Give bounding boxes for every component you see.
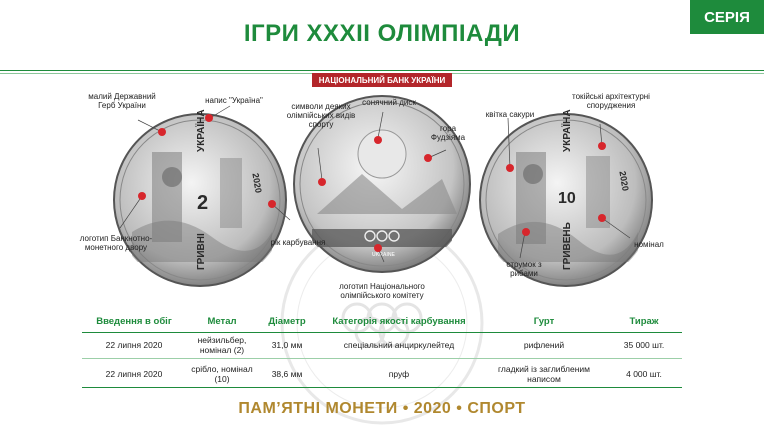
- callout-sakura: квітка сакури: [485, 110, 535, 119]
- callout-dot: [158, 128, 166, 136]
- coin-right-denomination: 10: [558, 190, 576, 207]
- callout-noc-logo: логотип Національного олімпійського комі…: [339, 282, 425, 301]
- table-header-cell: Введення в обіг: [96, 315, 172, 327]
- table-header-cell: Діаметр: [268, 315, 306, 327]
- table-line: [82, 358, 682, 359]
- coin-obverse-image: [293, 95, 471, 273]
- callout-dot: [205, 114, 213, 122]
- table-row: 22 липня 2020 срібло, номінал (10) 38,6 …: [82, 362, 682, 388]
- table-cell: спеціальний анциркулейтед: [343, 340, 455, 351]
- callout-mint-year: рік карбування: [270, 238, 326, 247]
- coin-center-emblem-text: UKRAINE: [372, 252, 395, 258]
- page-title: ІГРИ XXXII ОЛІМПІАДИ: [243, 20, 521, 47]
- callout-dot: [598, 142, 606, 150]
- table-cell: пруф: [388, 369, 410, 380]
- table-header-cell: Категорія якості карбування: [332, 315, 466, 327]
- table-cell: 22 липня 2020: [105, 369, 163, 380]
- table-line: [82, 387, 682, 388]
- coin-left-denomination-word: ГРИВНІ: [196, 233, 207, 270]
- table-line: [82, 332, 682, 333]
- table-cell: гладкий із заглибленим написом: [498, 364, 590, 384]
- callout-dot: [374, 136, 382, 144]
- callout-dot: [318, 178, 326, 186]
- table-row: 22 липня 2020 нейзильбер, номінал (2) 31…: [82, 334, 682, 358]
- series-badge[interactable]: СЕРІЯ: [690, 0, 764, 34]
- callout-dot: [374, 244, 382, 252]
- table-cell: 35 000 шт.: [623, 340, 665, 351]
- footer-text: ПАМ’ЯТНІ МОНЕТИ • 2020 • СПОРТ: [238, 400, 526, 417]
- coin-2-hryvnia-image: [113, 113, 287, 287]
- table-cell: нейзильбер, номінал (2): [197, 335, 247, 355]
- callout-fuji: гора Фудзіяма: [430, 124, 466, 143]
- table-cell: 22 липня 2020: [105, 340, 163, 351]
- callout-olympic-symbols: символи деяких олімпійських видів спорту: [286, 102, 356, 130]
- callout-tokyo-arch: токійські архітектурні споруджения: [572, 92, 650, 111]
- callout-dot: [268, 200, 276, 208]
- callout-dot: [506, 164, 514, 172]
- header-divider: [0, 70, 764, 71]
- table-cell: 38,6 мм: [271, 369, 303, 380]
- callout-sun-disc: сонячний диск: [362, 98, 416, 107]
- table-header-cell: Метал: [207, 315, 237, 327]
- callout-ukraine-word: напис "Україна": [205, 96, 263, 105]
- table-cell: срібло, номінал (10): [191, 364, 253, 384]
- bank-label: НАЦІОНАЛЬНИЙ БАНК УКРАЇНИ: [312, 73, 452, 87]
- table-cell: рифлений: [523, 340, 565, 351]
- callout-stream: струмок з рибами: [506, 260, 542, 279]
- coin-right-denomination-word: ГРИВЕНЬ: [562, 222, 573, 270]
- callout-dot: [138, 192, 146, 200]
- callout-mint-logo: логотип Банкнотно-монетного двору: [79, 234, 153, 253]
- callout-nominal: номінал: [634, 240, 664, 249]
- callout-dot: [522, 228, 530, 236]
- coin-left-denomination: 2: [197, 192, 209, 214]
- table-cell: 31,0 мм: [271, 340, 303, 351]
- callout-dot: [424, 154, 432, 162]
- table-cell: 4 000 шт.: [626, 369, 662, 380]
- coin-right-inscription: УКРАЇНА: [562, 109, 573, 152]
- callout-dot: [598, 214, 606, 222]
- table-header-cell: Тираж: [629, 315, 659, 327]
- table-header-row: Введення в обіг Метал Діаметр Категорія …: [82, 312, 682, 332]
- callout-small-coat: малий Державний Герб України: [88, 92, 156, 111]
- table-header-cell: Гурт: [533, 315, 555, 327]
